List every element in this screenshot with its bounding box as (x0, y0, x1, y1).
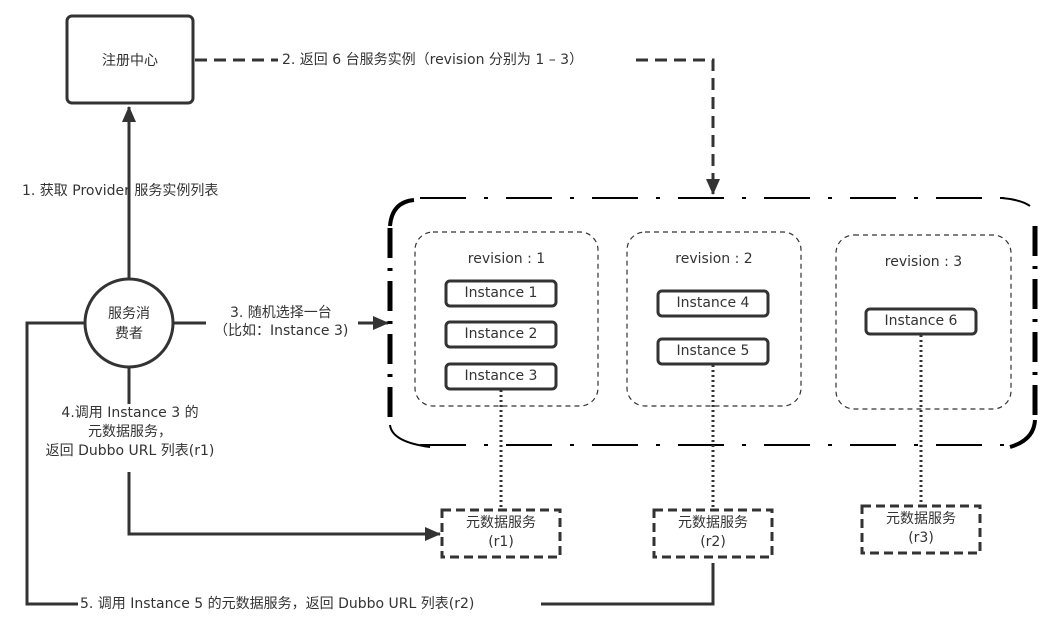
step4-arrow (127, 472, 441, 541)
instance-4-box[interactable] (656, 289, 770, 318)
instance-6-box[interactable] (864, 307, 978, 336)
registry-label: 注册中心 (102, 53, 158, 69)
revision-group-1 (414, 231, 599, 407)
metadata-service-r3-box[interactable] (860, 504, 982, 555)
instance-6-label: Instance 6 (884, 313, 958, 329)
metadata-service-r1-label: 元数据服务 (466, 515, 536, 531)
step5-line-right (541, 563, 715, 606)
step5-label: 5. 调用 Instance 5 的元数据服务，返回 Dubbo URL 列表(… (80, 596, 475, 612)
metadata-service-r3-rev: (r3) (908, 530, 934, 546)
metadata-service-r2-box[interactable] (652, 508, 774, 559)
metadata-service-r1-box[interactable] (440, 508, 562, 559)
revision-3-label: revision : 3 (884, 254, 963, 270)
step4-label-line1: 4.调用 Instance 3 的 (61, 405, 199, 421)
cluster-border (387, 197, 1038, 449)
instance-1-box[interactable] (444, 279, 558, 308)
step3-label-line2: （比如：Instance 3) (214, 323, 349, 339)
metadata-service-r3-label: 元数据服务 (886, 511, 956, 527)
revision-2-label: revision : 2 (675, 251, 753, 267)
revision-1-label: revision : 1 (467, 251, 546, 267)
registry-box[interactable] (65, 14, 195, 105)
step5-line-left (25, 321, 85, 606)
instance-3-box[interactable] (444, 362, 558, 391)
instance-3-label: Instance 3 (464, 368, 538, 384)
step4-label-line3: 返回 Dubbo URL 列表(r1) (45, 443, 215, 459)
revision-group-3 (835, 234, 1012, 410)
instance-2-box[interactable] (444, 320, 558, 349)
metadata-service-r2-label: 元数据服务 (678, 515, 748, 531)
consumer-label-line2: 费者 (115, 326, 143, 342)
metadata-service-r1-rev: (r1) (488, 534, 514, 550)
step3-label-line1: 3. 随机选择一台 (230, 305, 332, 321)
step1-label: 1. 获取 Provider 服务实例列表 (22, 183, 219, 199)
step2-arrow-right (636, 58, 720, 195)
instance-5-label: Instance 5 (676, 343, 750, 359)
instance-1-label: Instance 1 (464, 285, 538, 301)
instance-4-label: Instance 4 (676, 295, 750, 311)
instance-5-box[interactable] (656, 337, 770, 366)
consumer-label-line1: 服务消 (108, 306, 150, 322)
step2-label: 2. 返回 6 台服务实例（revision 分别为 1 – 3） (282, 52, 584, 68)
metadata-service-r2-rev: (r2) (700, 534, 726, 550)
revision-group-2 (626, 231, 802, 407)
step4-label-line2: 元数据服务， (88, 424, 172, 440)
instance-2-label: Instance 2 (464, 326, 538, 342)
